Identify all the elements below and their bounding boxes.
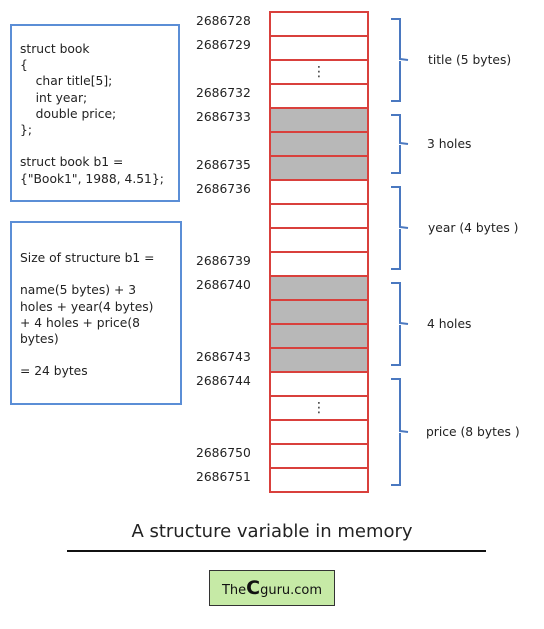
- code-line: {: [20, 58, 28, 73]
- memory-address-label: 2686740: [196, 278, 251, 292]
- diagram-caption: A structure variable in memory: [131, 521, 413, 542]
- memory-cell-hole: [271, 301, 367, 325]
- right-brace-icon: [391, 378, 409, 486]
- memory-cell: [271, 253, 367, 277]
- size-line: name(5 bytes) + 3: [20, 283, 137, 298]
- struct-definition-box: struct book { char title[5]; int year; do…: [10, 24, 180, 202]
- memory-cell: [271, 373, 367, 397]
- memory-cell: [271, 205, 367, 229]
- memory-block: ⋮⋮: [269, 11, 369, 493]
- field-brace-label: year (4 bytes ): [428, 221, 519, 235]
- memory-cell-hole: [271, 349, 367, 373]
- memory-cell-hole: [271, 277, 367, 301]
- size-line: [20, 266, 180, 282]
- memory-cell: ⋮: [271, 397, 367, 421]
- size-line: + 4 holes + price(8: [20, 315, 140, 330]
- right-brace-icon: [391, 186, 409, 270]
- code-line: int year;: [20, 90, 88, 105]
- memory-cell-hole: [271, 325, 367, 349]
- site-logo: TheCguru.com: [209, 570, 335, 606]
- logo-prefix: The: [221, 583, 247, 598]
- code-line: struct book: [20, 42, 90, 56]
- size-line: bytes): [20, 331, 59, 346]
- right-brace-icon: [391, 282, 409, 366]
- memory-cell: [271, 181, 367, 205]
- field-brace-label: 3 holes: [427, 137, 472, 151]
- vertical-ellipsis-icon: ⋮: [312, 400, 326, 416]
- code-line: [20, 138, 178, 154]
- memory-address-label: 2686735: [196, 158, 251, 172]
- memory-address-label: 2686736: [196, 182, 251, 196]
- code-line: };: [20, 122, 32, 137]
- memory-address-label: 2686732: [196, 86, 251, 100]
- memory-cell: [271, 37, 367, 61]
- right-brace-icon: [391, 18, 409, 102]
- memory-address-label: 2686744: [196, 374, 251, 388]
- right-brace-icon: [391, 114, 409, 174]
- field-brace-label: title (5 bytes): [428, 53, 512, 67]
- memory-address-label: 2686739: [196, 254, 251, 268]
- code-line: {"Book1", 1988, 4.51};: [20, 171, 164, 186]
- memory-cell-hole: [271, 133, 367, 157]
- memory-cell: [271, 13, 367, 37]
- size-line: = 24 bytes: [20, 364, 88, 379]
- code-line: double price;: [20, 106, 117, 121]
- vertical-ellipsis-icon: ⋮: [312, 64, 326, 80]
- logo-suffix: guru.com: [260, 583, 323, 598]
- field-brace-label: 4 holes: [427, 317, 472, 331]
- memory-cell-hole: [271, 109, 367, 133]
- memory-cell: [271, 229, 367, 253]
- memory-cell: [271, 445, 367, 469]
- size-line: Size of structure b1 =: [20, 251, 155, 265]
- size-line: holes + year(4 bytes): [20, 299, 154, 314]
- logo-big-letter: C: [246, 577, 261, 599]
- memory-address-label: 2686733: [196, 110, 251, 124]
- memory-address-label: 2686729: [196, 38, 251, 52]
- code-line: char title[5];: [20, 74, 113, 89]
- field-brace-label: price (8 bytes ): [426, 425, 520, 439]
- memory-cell: [271, 85, 367, 109]
- size-line: [20, 347, 180, 363]
- caption-underline: [67, 550, 486, 552]
- code-line: struct book b1 =: [20, 155, 124, 170]
- memory-cell-hole: [271, 157, 367, 181]
- memory-address-label: 2686728: [196, 14, 251, 28]
- memory-address-label: 2686743: [196, 350, 251, 364]
- memory-cell: [271, 469, 367, 493]
- memory-address-label: 2686751: [196, 470, 251, 484]
- memory-cell: ⋮: [271, 61, 367, 85]
- memory-address-label: 2686750: [196, 446, 251, 460]
- memory-cell: [271, 421, 367, 445]
